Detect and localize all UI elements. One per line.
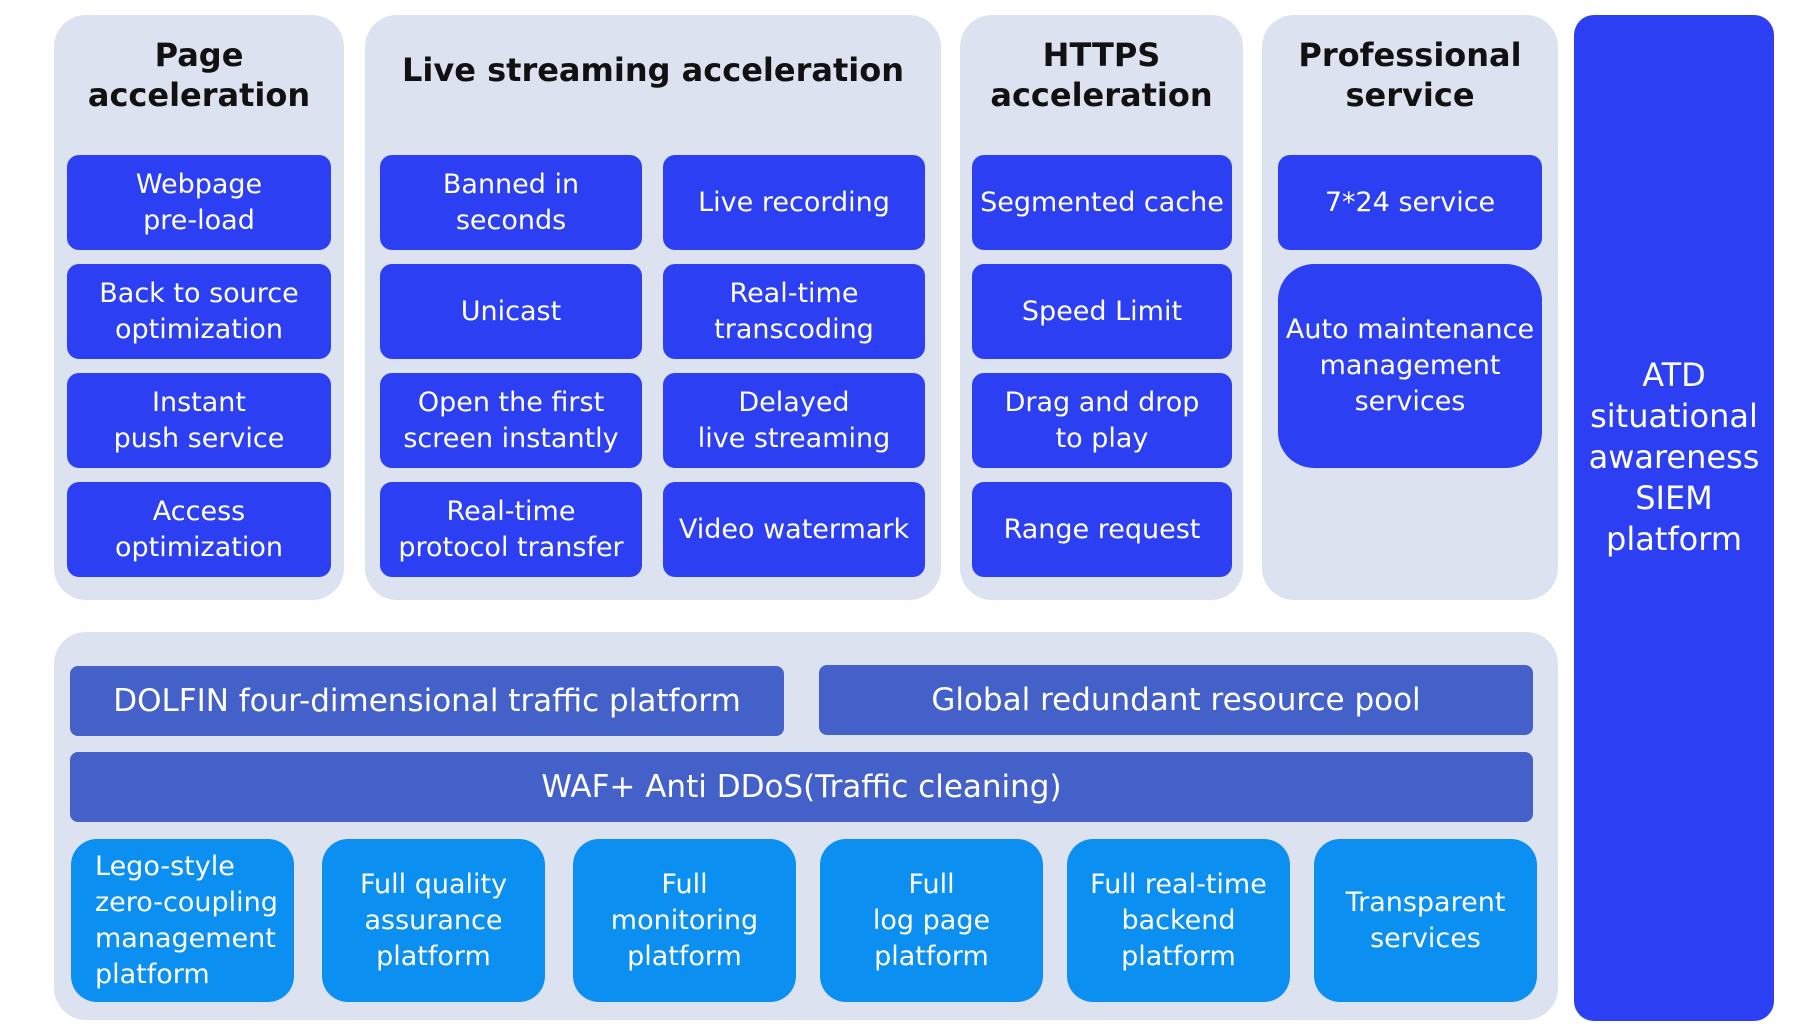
transcoding-tile[interactable]: Real-time transcoding: [663, 264, 925, 359]
atd-siem-label: ATD situational awareness SIEM platform: [1588, 356, 1760, 558]
quality-assurance-platform-tile[interactable]: Full quality assurance platform: [322, 839, 545, 1002]
delayed-live-streaming-tile[interactable]: Delayed live streaming: [663, 373, 925, 468]
live-streaming-title: Live streaming acceleration: [402, 51, 904, 89]
live-recording-tile[interactable]: Live recording: [663, 155, 925, 250]
monitoring-platform-tile[interactable]: Full monitoring platform: [573, 839, 796, 1002]
back-to-source-tile[interactable]: Back to source optimization: [67, 264, 331, 359]
https-acceleration-title: HTTPS acceleration: [990, 36, 1213, 114]
lego-style-platform-tile[interactable]: Lego-style zero-coupling management plat…: [71, 839, 294, 1002]
transparent-services-tile[interactable]: Transparent services: [1314, 839, 1537, 1002]
page-acceleration-panel: Page acceleration Webpage pre-load Back …: [54, 15, 344, 600]
professional-service-title: Professional service: [1298, 36, 1522, 114]
infrastructure-panel: DOLFIN four-dimensional traffic platform…: [54, 632, 1558, 1020]
webpage-preload-tile[interactable]: Webpage pre-load: [67, 155, 331, 250]
access-optimization-tile[interactable]: Access optimization: [67, 482, 331, 577]
drag-drop-play-tile[interactable]: Drag and drop to play: [972, 373, 1232, 468]
range-request-tile[interactable]: Range request: [972, 482, 1232, 577]
banned-in-seconds-tile[interactable]: Banned in seconds: [380, 155, 642, 250]
video-watermark-tile[interactable]: Video watermark: [663, 482, 925, 577]
service-24x7-tile[interactable]: 7*24 service: [1278, 155, 1542, 250]
atd-siem-platform-column[interactable]: ATD situational awareness SIEM platform: [1574, 15, 1774, 1021]
professional-service-panel: Professional service 7*24 service Auto m…: [1262, 15, 1558, 600]
instant-push-tile[interactable]: Instant push service: [67, 373, 331, 468]
waf-anti-ddos-bar[interactable]: WAF+ Anti DDoS(Traffic cleaning): [70, 752, 1533, 822]
dolfin-platform-bar[interactable]: DOLFIN four-dimensional traffic platform: [70, 666, 784, 736]
live-streaming-panel: Live streaming acceleration Banned in se…: [365, 15, 941, 600]
https-acceleration-panel: HTTPS acceleration Segmented cache Speed…: [960, 15, 1243, 600]
log-page-platform-tile[interactable]: Full log page platform: [820, 839, 1043, 1002]
speed-limit-tile[interactable]: Speed Limit: [972, 264, 1232, 359]
segmented-cache-tile[interactable]: Segmented cache: [972, 155, 1232, 250]
open-first-screen-tile[interactable]: Open the first screen instantly: [380, 373, 642, 468]
realtime-backend-platform-tile[interactable]: Full real-time backend platform: [1067, 839, 1290, 1002]
protocol-transfer-tile[interactable]: Real-time protocol transfer: [380, 482, 642, 577]
page-acceleration-title: Page acceleration: [87, 36, 311, 114]
auto-maintenance-tile[interactable]: Auto maintenance management services: [1278, 264, 1542, 468]
unicast-tile[interactable]: Unicast: [380, 264, 642, 359]
global-resource-pool-bar[interactable]: Global redundant resource pool: [819, 665, 1533, 735]
